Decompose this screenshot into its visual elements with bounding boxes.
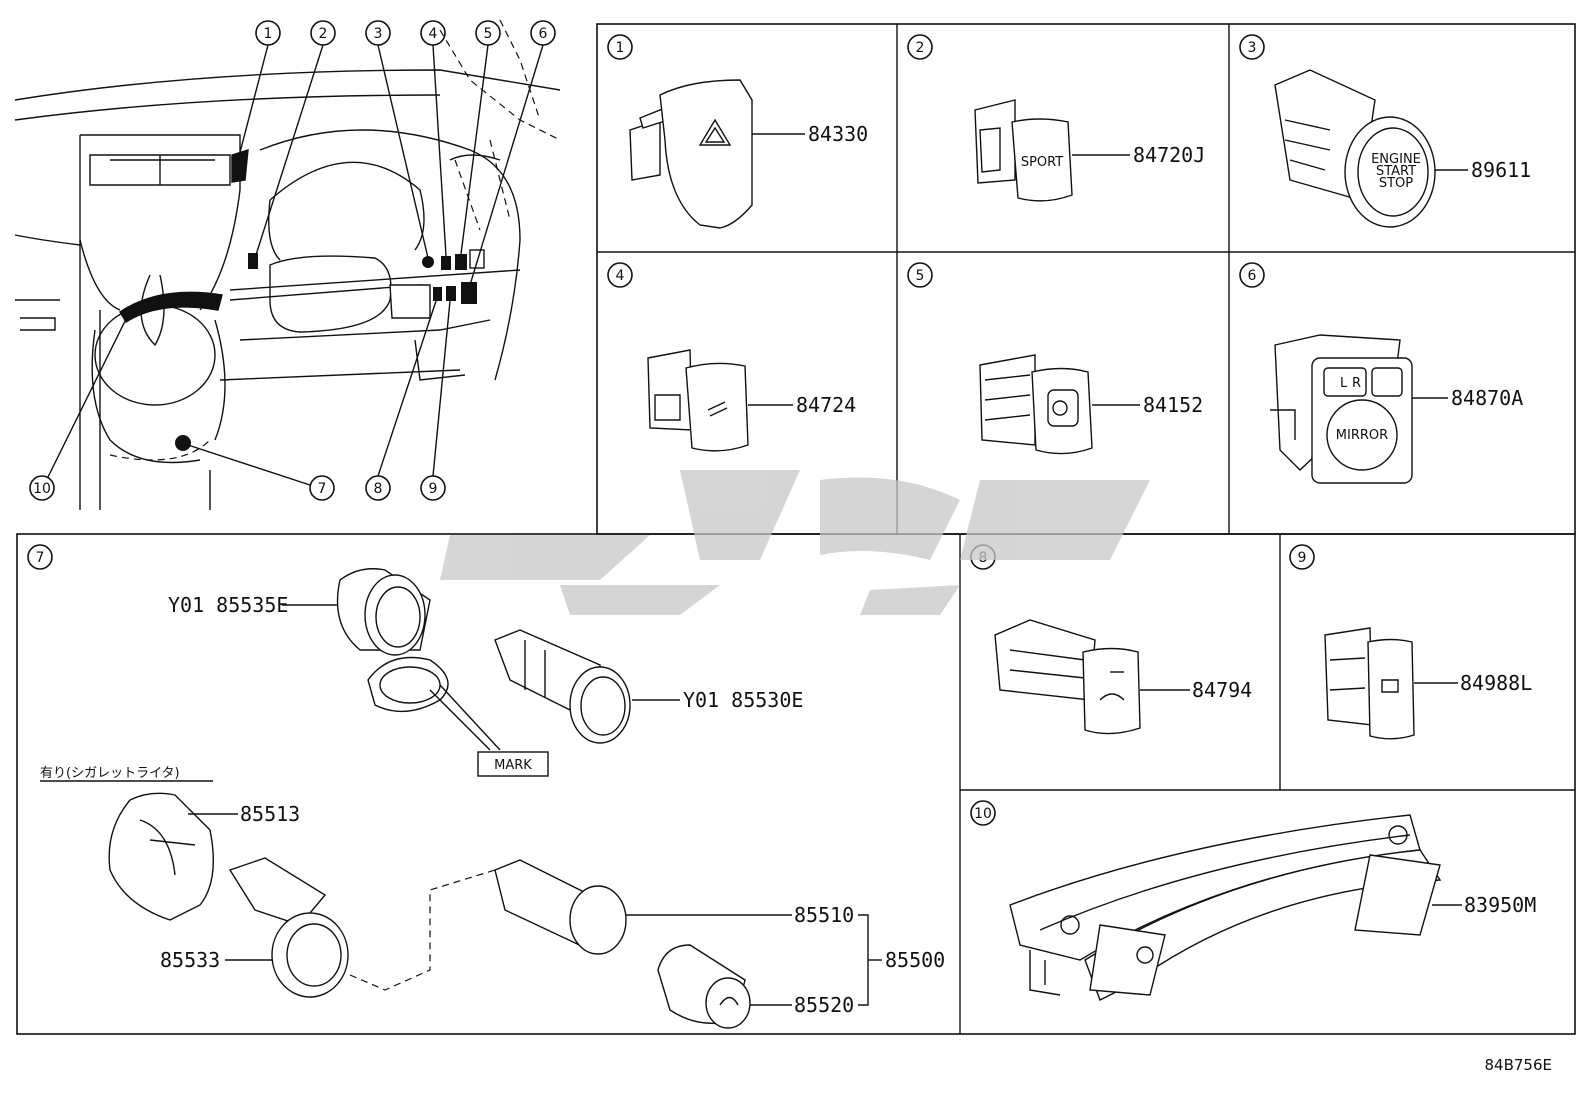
panel-1: 1 84330 xyxy=(607,34,868,229)
svg-text:9: 9 xyxy=(1298,550,1307,566)
svg-text:2: 2 xyxy=(319,26,328,42)
callout-1: 1 xyxy=(237,20,281,161)
panel-5: 5 84152 xyxy=(907,262,1203,455)
part-number-84794: 84794 xyxy=(1192,678,1252,702)
svg-text:3: 3 xyxy=(374,26,383,42)
svg-text:9: 9 xyxy=(429,481,438,497)
callout-7: 7 xyxy=(187,444,335,501)
overview-callouts: 1 2 3 4 5 6 10 7 8 9 xyxy=(29,20,556,501)
part-number-84988L: 84988L xyxy=(1460,671,1532,695)
part-number-84870A: 84870A xyxy=(1451,386,1523,410)
panel-10: 10 83950M xyxy=(970,800,1536,1001)
panel-2: 2 SPORT 84720J xyxy=(907,34,1205,202)
part-number-85513: 85513 xyxy=(240,802,300,826)
svg-text:6: 6 xyxy=(1248,268,1257,284)
dashboard-overview xyxy=(14,19,561,510)
callout-9: 9 xyxy=(420,300,451,501)
svg-text:8: 8 xyxy=(374,481,383,497)
svg-text:L: L xyxy=(1340,376,1348,391)
callout-8: 8 xyxy=(365,300,437,501)
part-number-84724: 84724 xyxy=(796,393,856,417)
svg-text:10: 10 xyxy=(974,806,992,822)
part-number-85500: 85500 xyxy=(885,948,945,972)
part-number-84152: 84152 xyxy=(1143,393,1203,417)
sport-switch-label: SPORT xyxy=(1021,155,1063,170)
drawing-id: 84B756E xyxy=(1484,1056,1553,1074)
part-number-85533: 85533 xyxy=(160,948,220,972)
svg-text:6: 6 xyxy=(539,26,548,42)
svg-text:10: 10 xyxy=(33,481,51,497)
svg-text:7: 7 xyxy=(318,481,327,497)
panel-9: 9 84988L xyxy=(1289,544,1532,740)
callout-10: 10 xyxy=(29,314,129,501)
panel-4: 4 84724 xyxy=(607,262,856,452)
panel-3: 3 ENGINE START STOP 89611 xyxy=(1239,34,1531,228)
panel-grid-bottom xyxy=(16,533,1576,1035)
part-number-85520: 85520 xyxy=(794,993,854,1017)
callout-3: 3 xyxy=(365,20,429,259)
panel-7: 7 Y01 85535E MARK Y01 85530E 有り(シガレットライタ… xyxy=(27,544,945,1029)
svg-text:MIRROR: MIRROR xyxy=(1336,428,1388,443)
lighter-note: 有り(シガレットライタ) xyxy=(40,766,180,781)
part-number-89611: 89611 xyxy=(1471,158,1531,182)
panel-8: 8 84794 xyxy=(970,544,1252,735)
part-number-85510: 85510 xyxy=(794,903,854,927)
svg-text:START: START xyxy=(1376,164,1416,179)
callout-2: 2 xyxy=(254,20,336,259)
callout-6: 6 xyxy=(469,20,556,286)
svg-text:2: 2 xyxy=(916,40,925,56)
part-number-Y01-85530E: Y01 85530E xyxy=(683,688,803,712)
svg-text:3: 3 xyxy=(1248,40,1257,56)
svg-text:R: R xyxy=(1352,376,1361,391)
svg-text:ENGINE: ENGINE xyxy=(1371,152,1421,167)
svg-text:5: 5 xyxy=(916,268,925,284)
svg-text:5: 5 xyxy=(484,26,493,42)
mark-label: MARK xyxy=(494,758,532,773)
svg-text:STOP: STOP xyxy=(1379,176,1413,191)
panel-6: 6 L R MIRROR 84870A xyxy=(1239,262,1523,484)
callout-4: 4 xyxy=(420,20,447,257)
svg-text:7: 7 xyxy=(36,550,45,566)
callout-5: 5 xyxy=(460,20,501,255)
part-number-84330: 84330 xyxy=(808,122,868,146)
part-number-Y01-85535E: Y01 85535E xyxy=(168,593,288,617)
svg-text:4: 4 xyxy=(616,268,625,284)
svg-text:4: 4 xyxy=(429,26,438,42)
part-number-83950M: 83950M xyxy=(1464,893,1536,917)
svg-text:1: 1 xyxy=(264,26,273,42)
part-number-84720J: 84720J xyxy=(1133,143,1205,167)
svg-text:1: 1 xyxy=(616,40,625,56)
watermark xyxy=(440,470,1150,615)
